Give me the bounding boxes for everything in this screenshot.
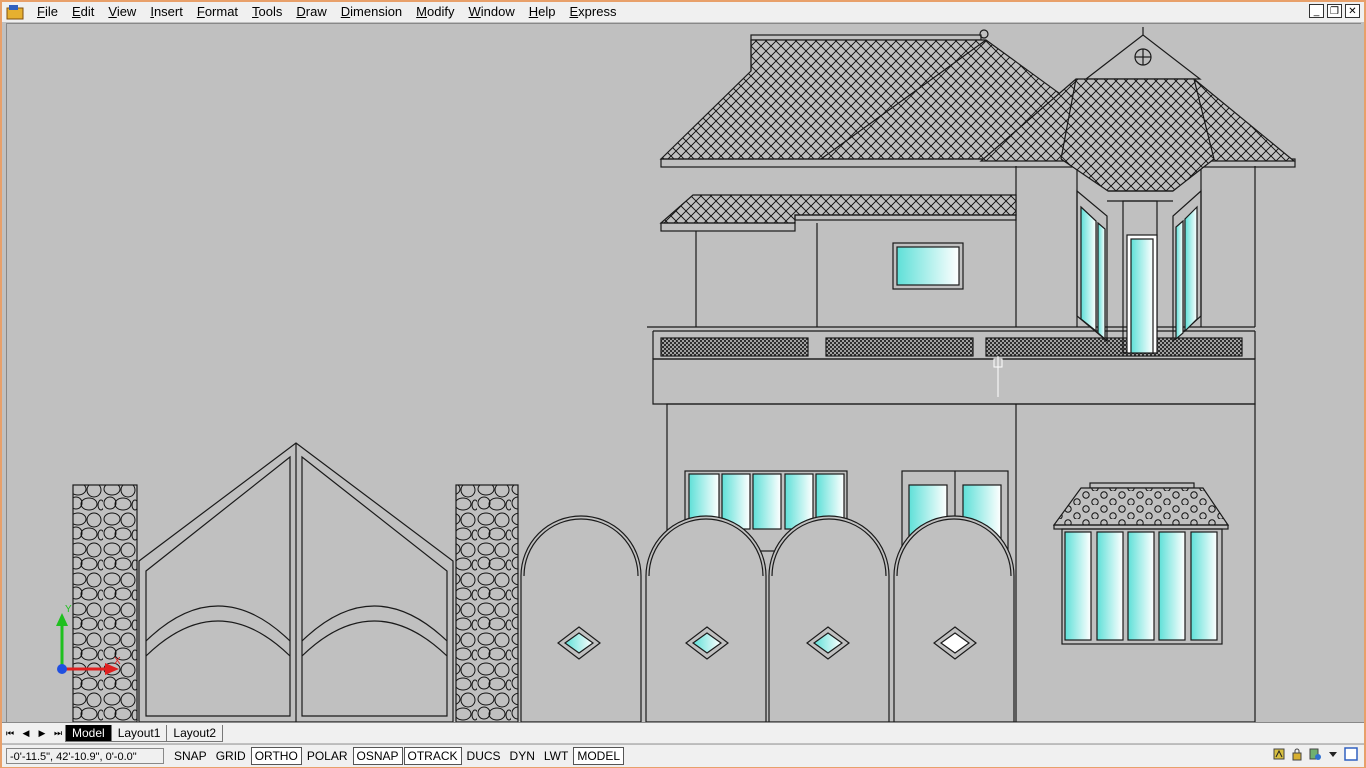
tab-model[interactable]: Model — [65, 724, 112, 742]
coordinate-readout[interactable]: -0'-11.5", 42'-10.9", 0'-0.0" — [6, 748, 164, 764]
grid-toggle[interactable]: GRID — [215, 749, 246, 763]
menu-file[interactable]: File — [37, 4, 58, 19]
ucs-y-label: Y — [65, 604, 72, 615]
last-tab-icon[interactable]: ⏭ — [53, 728, 63, 738]
menu-help[interactable]: Help — [528, 4, 556, 19]
tower-roof — [979, 27, 1296, 192]
main-roof — [659, 29, 1296, 168]
menu-edit[interactable]: Edit — [71, 4, 95, 19]
ucs-x-label: X — [114, 656, 121, 667]
drawing-canvas[interactable]: Y X — [6, 23, 1361, 722]
menu-modify[interactable]: Modify — [416, 4, 455, 19]
tray-settings-icon[interactable] — [1308, 747, 1322, 761]
app-icon[interactable] — [6, 4, 24, 20]
tray-menu-arrow-icon[interactable] — [1326, 747, 1340, 761]
menu-express[interactable]: Express — [569, 4, 617, 19]
menu-insert[interactable]: Insert — [150, 4, 183, 19]
menu-format[interactable]: Format — [196, 4, 239, 19]
first-floor-balcony — [647, 326, 1256, 405]
ducs-toggle[interactable]: DUCS — [466, 749, 501, 763]
snap-toggle[interactable]: SNAP — [174, 749, 207, 763]
dyn-toggle[interactable]: DYN — [509, 749, 535, 763]
menu-window[interactable]: Window — [468, 4, 515, 19]
polar-toggle[interactable]: POLAR — [306, 749, 348, 763]
boundary-wall — [520, 515, 1015, 722]
cursor-crosshair — [993, 356, 1003, 397]
tab-layout1[interactable]: Layout1 — [110, 724, 168, 742]
bay-window — [1076, 189, 1202, 354]
osnap-toggle[interactable]: OSNAP — [352, 747, 403, 765]
stone-pillar-right — [455, 484, 519, 722]
window-controls: _ ❐ ✕ — [1309, 4, 1360, 18]
prev-tab-icon[interactable]: ◀ — [22, 728, 30, 738]
ground-window-right — [1052, 482, 1230, 645]
menu-view[interactable]: View — [108, 4, 137, 19]
close-button[interactable]: ✕ — [1345, 4, 1360, 18]
menu-tools[interactable]: Tools — [252, 4, 283, 19]
lock-icon[interactable] — [1290, 747, 1304, 761]
lwt-toggle[interactable]: LWT — [543, 749, 569, 763]
menu-bar: File Edit View Insert Format Tools Draw … — [2, 2, 1364, 22]
house-elevation-drawing: Y X — [56, 27, 1296, 722]
first-tab-icon[interactable]: ⏮ — [5, 728, 15, 738]
stone-pillar-left — [72, 484, 138, 722]
menu-dimension[interactable]: Dimension — [340, 4, 403, 19]
model-toggle[interactable]: MODEL — [573, 747, 625, 765]
otrack-toggle[interactable]: OTRACK — [403, 747, 462, 765]
status-tray — [1272, 747, 1358, 761]
ortho-toggle[interactable]: ORTHO — [250, 747, 302, 765]
menu-draw[interactable]: Draw — [296, 4, 327, 19]
communication-center-icon[interactable] — [1272, 747, 1286, 761]
restore-button[interactable]: ❐ — [1327, 4, 1342, 18]
main-gate — [138, 442, 454, 722]
next-tab-icon[interactable]: ▶ — [38, 728, 46, 738]
clean-screen-icon[interactable] — [1344, 747, 1358, 761]
lower-roof — [659, 194, 1017, 232]
layout-tab-bar: ⏮ ◀ ▶ ⏭ Model Layout1 Layout2 — [2, 722, 1364, 743]
ucs-icon: Y X — [56, 604, 121, 675]
tab-layout2[interactable]: Layout2 — [166, 724, 224, 742]
minimize-button[interactable]: _ — [1309, 4, 1324, 18]
status-bar: -0'-11.5", 42'-10.9", 0'-0.0" SNAP GRID … — [2, 744, 1364, 767]
